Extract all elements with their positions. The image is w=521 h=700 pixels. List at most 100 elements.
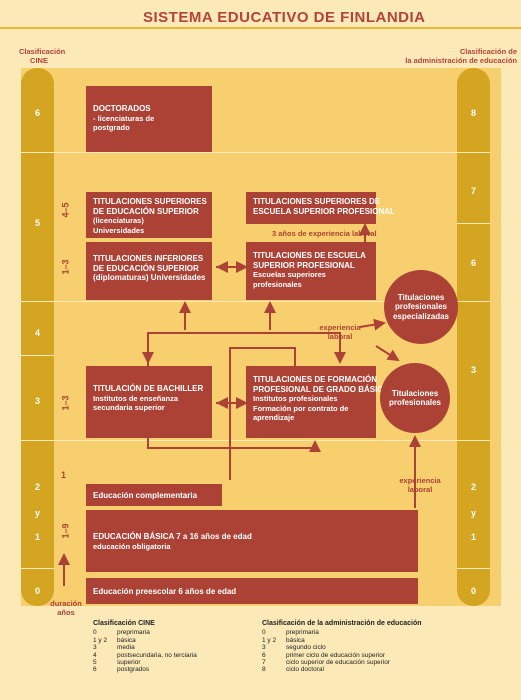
box-line: (licenciaturas) xyxy=(93,216,144,225)
box-line: TITULACIONES SUPERIORES xyxy=(93,197,207,206)
legend-heading: Clasificación de la administración de ed… xyxy=(262,620,422,627)
circle-line: Titulaciones xyxy=(391,388,439,398)
duration-1-3: 1–3 xyxy=(60,259,71,275)
level-divider xyxy=(21,152,54,153)
box-line: DOCTORADOS xyxy=(93,104,151,113)
label-line: años xyxy=(57,608,75,617)
label-experiencia-laboral: experiencia laboral xyxy=(316,323,364,341)
legend-row: 0 preprimaria xyxy=(93,629,197,636)
legend-key: 5 xyxy=(93,659,97,667)
box-line: EDUCACIÓN BÁSICA 7 a 16 años de edad xyxy=(93,532,252,541)
legend-key: 0 xyxy=(93,629,97,637)
level-number: 0 xyxy=(470,586,476,596)
legend-key: 6 xyxy=(93,666,97,674)
level-number: 6 xyxy=(470,258,476,268)
box-line: TITULACIONES DE ESCUELA xyxy=(253,251,366,260)
duration-1-9: 1–9 xyxy=(60,523,71,539)
legend-key: 3 xyxy=(93,644,97,652)
box-line: postgrado xyxy=(93,123,130,132)
box-line: TITULACIONES SUPERIORES DE xyxy=(253,197,381,206)
box-line: TITULACIÓN DE BACHILLER xyxy=(93,384,204,393)
level-divider xyxy=(54,301,458,302)
box-doctorados: DOCTORADOS - licenciaturas de postgrado xyxy=(86,86,212,152)
legend-key: 1 y 2 xyxy=(262,636,277,644)
legend-value: superior xyxy=(117,659,141,667)
box-line: Universidades xyxy=(93,225,145,235)
box-titulaciones-superiores-escuela-profesional: TITULACIONES SUPERIORES DE ESCUELA SUPER… xyxy=(246,192,395,224)
left-heading: Clasificación CINE xyxy=(19,47,65,65)
legend-key: 0 xyxy=(262,629,266,637)
box-line: educación obligatoria xyxy=(93,541,171,551)
label-line: laboral xyxy=(327,332,353,341)
level-divider xyxy=(21,568,54,569)
box-line: SUPERIOR PROFESIONAL xyxy=(253,260,355,270)
legend-value: segundo ciclo xyxy=(286,644,326,652)
level-number: 5 xyxy=(34,218,40,228)
duration-1-3: 1–3 xyxy=(60,395,71,411)
legend-value: preprimaria xyxy=(117,629,150,637)
legend-value: postgrados xyxy=(117,666,150,674)
level-number: 8 xyxy=(470,108,476,118)
box-titulaciones-inferiores-universidad: TITULACIONES INFERIORES DE EDUCACIÓN SUP… xyxy=(86,242,212,300)
label-line: experiencia xyxy=(399,476,441,485)
box-line: (diplomaturas) Universidades xyxy=(93,273,206,282)
legend-key: 7 xyxy=(262,659,266,667)
right-heading-line: Clasificación de xyxy=(459,47,517,56)
level-divider xyxy=(457,440,490,441)
legend-row: 5 superior xyxy=(93,659,197,666)
legend-row: 3 segundo ciclo xyxy=(262,644,422,651)
title-underline xyxy=(0,27,521,29)
cine-level-column: 6 5 4 3 2 y 1 0 xyxy=(21,68,54,606)
label-line: duración xyxy=(50,599,82,608)
level-divider xyxy=(457,152,490,153)
legend-value: postsecundaria, no terciaria xyxy=(117,651,197,659)
level-number: 2 xyxy=(34,482,40,492)
admin-level-column: 8 7 6 3 2 y 1 0 xyxy=(457,68,490,606)
box-line: profesionales xyxy=(253,279,302,289)
legend-key: 8 xyxy=(262,666,266,674)
label-experiencia-laboral-right: experiencia laboral xyxy=(396,476,444,494)
level-number: 2 xyxy=(470,482,476,492)
legend-value: media xyxy=(117,644,135,652)
box-formacion-profesional: TITULACIONES DE FORMACIÓN PROFESIONAL DE… xyxy=(246,366,389,438)
box-line: Formación por contrato de xyxy=(253,403,349,413)
right-heading-line: la administración de educación xyxy=(405,56,517,65)
box-line: - licenciaturas de xyxy=(93,113,155,123)
box-line: TITULACIONES DE FORMACIÓN xyxy=(253,375,377,384)
duration-1: 1 xyxy=(61,470,67,480)
duration-4-5: 4–5 xyxy=(60,202,71,218)
circle-line: especializadas xyxy=(392,311,450,321)
circle-line: profesionales xyxy=(394,302,447,312)
legend-row: 1 y 2 básica xyxy=(262,637,422,644)
box-line: DE EDUCACIÓN SUPERIOR xyxy=(93,263,199,273)
level-number: 0 xyxy=(34,586,40,596)
box-line: secundaria superior xyxy=(93,403,165,412)
circle-line: Titulaciones xyxy=(397,292,445,302)
level-number: 1 xyxy=(34,532,40,542)
box-line: Educación preescolar 6 años de edad xyxy=(93,587,237,596)
legend-value: básica xyxy=(286,636,305,644)
level-number: 3 xyxy=(34,396,40,406)
label-duracion-anos: duración años xyxy=(50,599,82,617)
legend-heading: Clasificación CINE xyxy=(93,620,155,627)
legend-row: 3 media xyxy=(93,644,197,651)
box-line: Institutos profesionales xyxy=(253,394,338,403)
label-tres-anos-experiencia: 3 años de experiencia laboral xyxy=(272,229,377,238)
level-number: 7 xyxy=(470,186,476,196)
box-titulacion-bachiller: TITULACIÓN DE BACHILLER Institutos de en… xyxy=(86,366,212,438)
level-number: 6 xyxy=(34,108,40,118)
box-educacion-preescolar: Educación preescolar 6 años de edad xyxy=(86,578,418,604)
legend-administracion: Clasificación de la administración de ed… xyxy=(262,620,422,674)
level-divider xyxy=(457,568,490,569)
legend-key: 3 xyxy=(262,644,266,652)
level-divider xyxy=(54,152,458,153)
box-line: aprendizaje xyxy=(253,413,295,422)
box-line: ESCUELA SUPERIOR PROFESIONAL xyxy=(253,206,395,216)
